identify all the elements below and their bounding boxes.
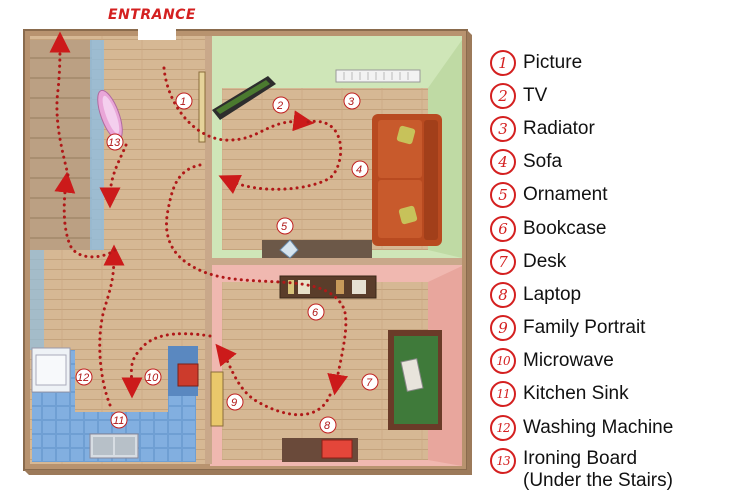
- stairs: [30, 40, 104, 250]
- legend-label-note: (Under the Stairs): [523, 470, 673, 492]
- legend-label: Desk: [523, 250, 567, 272]
- entrance-label: ENTRANCE: [108, 7, 196, 23]
- svg-text:1: 1: [180, 96, 186, 108]
- study-room-floor: [222, 282, 428, 460]
- legend-item-1: 1 Picture: [490, 46, 750, 79]
- plan-number-marks: 1 2 3 4 5 6 7 8 9 10 11 12 13: [75, 92, 379, 434]
- legend-number: 12: [490, 414, 516, 441]
- desk: [388, 330, 442, 430]
- legend-item-10: 10 Microwave: [490, 345, 750, 378]
- legend-item-12: 12 Washing Machine: [490, 411, 750, 444]
- legend-item-6: 6 Bookcase: [490, 212, 750, 245]
- legend-label: Ironing Board: [523, 448, 638, 470]
- legend-label: Family Portrait: [523, 317, 646, 339]
- legend-number: 13: [490, 448, 516, 475]
- svg-text:9: 9: [231, 397, 237, 409]
- legend-number: 3: [490, 115, 516, 142]
- ornament-table: [262, 239, 372, 259]
- legend-item-13: 13 Ironing Board (Under the Stairs): [490, 444, 750, 500]
- svg-text:13: 13: [108, 137, 121, 149]
- legend-label: Laptop: [523, 283, 582, 305]
- legend-item-4: 4 Sofa: [490, 146, 750, 179]
- svg-text:10: 10: [146, 372, 159, 384]
- svg-text:12: 12: [77, 372, 89, 384]
- legend-label: Radiator: [523, 117, 595, 139]
- left-wall-strip: [30, 250, 44, 350]
- legend-number: 7: [490, 248, 516, 275]
- svg-text:7: 7: [366, 377, 373, 389]
- legend-number: 2: [490, 82, 516, 109]
- legend-item-8: 8 Laptop: [490, 278, 750, 311]
- svg-text:8: 8: [324, 420, 331, 432]
- walking-path: [49, 31, 349, 417]
- laptop-desk: [282, 438, 358, 462]
- wall-divider-vertical: [205, 36, 212, 464]
- legend-label: TV: [523, 84, 548, 106]
- legend-label: Kitchen Sink: [523, 383, 629, 405]
- legend-label: Picture: [523, 51, 583, 73]
- legend-number: 4: [490, 149, 516, 176]
- radiator: [335, 69, 421, 83]
- bookcase: [279, 275, 377, 299]
- svg-text:2: 2: [276, 100, 283, 112]
- legend-label: Microwave: [523, 350, 614, 372]
- legend-number: 6: [490, 215, 516, 242]
- legend-number: 9: [490, 315, 516, 342]
- svg-text:6: 6: [312, 307, 319, 319]
- legend-item-3: 3 Radiator: [490, 112, 750, 145]
- legend-item-5: 5 Ornament: [490, 179, 750, 212]
- tv: [212, 76, 276, 120]
- legend-number: 8: [490, 281, 516, 308]
- legend-item-2: 2 TV: [490, 79, 750, 112]
- legend-label: Sofa: [523, 151, 563, 173]
- entrance-gap: [138, 26, 176, 40]
- family-portrait: [210, 371, 224, 427]
- svg-text:4: 4: [356, 164, 362, 176]
- wall-divider-horizontal: [210, 258, 462, 265]
- svg-text:3: 3: [348, 96, 355, 108]
- legend-item-11: 11 Kitchen Sink: [490, 378, 750, 411]
- legend-label: Washing Machine: [523, 416, 674, 438]
- ironing-board: [97, 89, 123, 141]
- legend-number: 11: [490, 381, 516, 408]
- legend-item-9: 9 Family Portrait: [490, 312, 750, 345]
- legend: 1 Picture 2 TV 3 Radiator 4 Sofa 5 Ornam…: [490, 46, 750, 500]
- kitchen-area: [31, 346, 199, 462]
- picture-frame: [198, 71, 206, 143]
- legend-number: 1: [490, 49, 516, 76]
- legend-number: 10: [490, 348, 516, 375]
- legend-number: 5: [490, 182, 516, 209]
- legend-label: Bookcase: [523, 217, 607, 239]
- svg-text:5: 5: [281, 221, 288, 233]
- sofa: [372, 114, 442, 246]
- svg-text:11: 11: [113, 415, 124, 427]
- legend-item-7: 7 Desk: [490, 245, 750, 278]
- legend-label: Ornament: [523, 184, 608, 206]
